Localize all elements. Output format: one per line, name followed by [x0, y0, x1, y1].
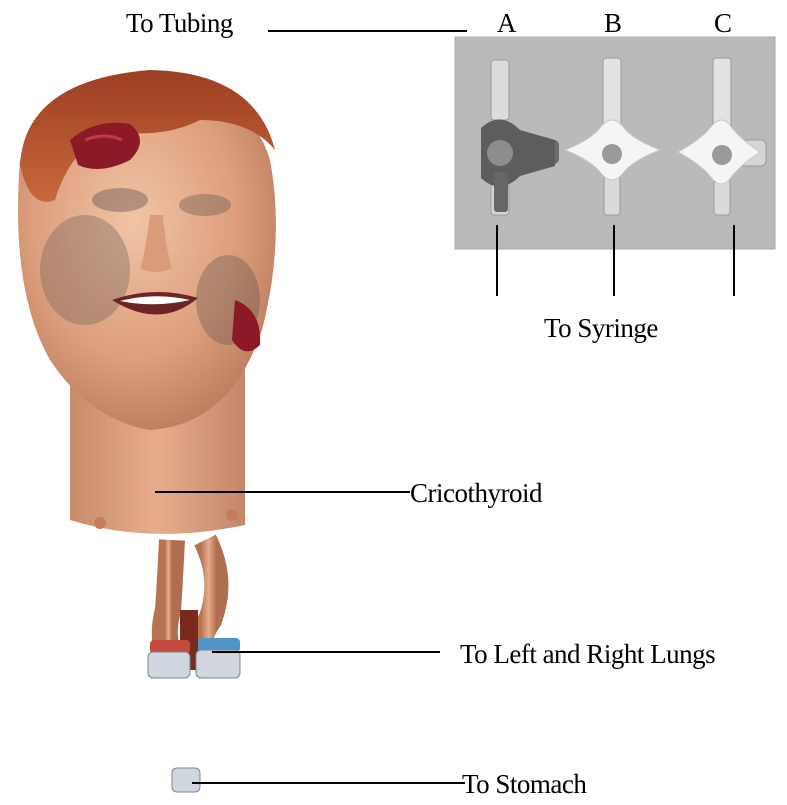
- label-valve-c: C: [714, 10, 732, 37]
- label-valve-b: B: [604, 10, 622, 37]
- mannequin-head: [18, 70, 276, 534]
- label-to-stomach: To Stomach: [462, 771, 586, 798]
- label-to-syringe: To Syringe: [544, 315, 658, 342]
- label-to-lungs: To Left and Right Lungs: [460, 641, 715, 668]
- airway-tubing: [148, 540, 240, 792]
- label-to-tubing: To Tubing: [126, 10, 233, 37]
- label-valve-a: A: [497, 10, 516, 37]
- label-cricothyroid: Cricothyroid: [410, 480, 542, 507]
